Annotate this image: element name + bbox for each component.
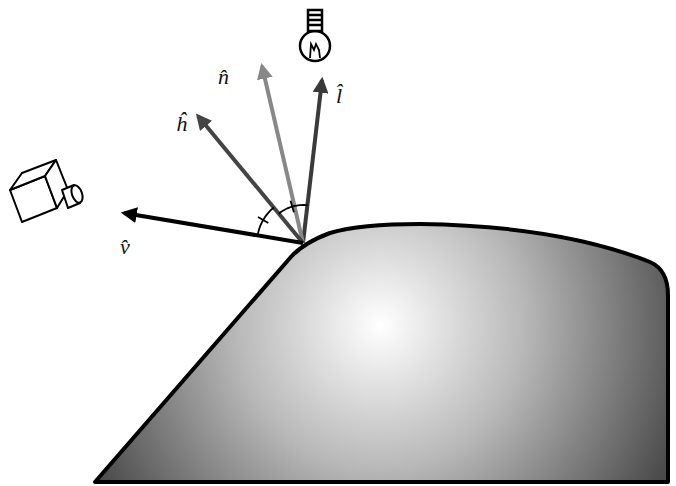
surface [95,224,668,482]
angle-tick [258,217,268,223]
angle-arc [258,208,274,236]
vector-label: v̂ [120,236,130,258]
vector-label: ĥ [176,113,187,135]
view-vector [124,213,303,243]
half-vector [198,116,303,243]
camera-icon [10,160,85,222]
angle-tick [291,201,294,213]
vector-label: l̂ [336,85,342,107]
angle-arcs [258,201,308,236]
lightbulb-icon [300,10,330,61]
vector-label: n̂ [218,66,229,88]
vectors [124,66,322,243]
light-vector [303,80,322,243]
